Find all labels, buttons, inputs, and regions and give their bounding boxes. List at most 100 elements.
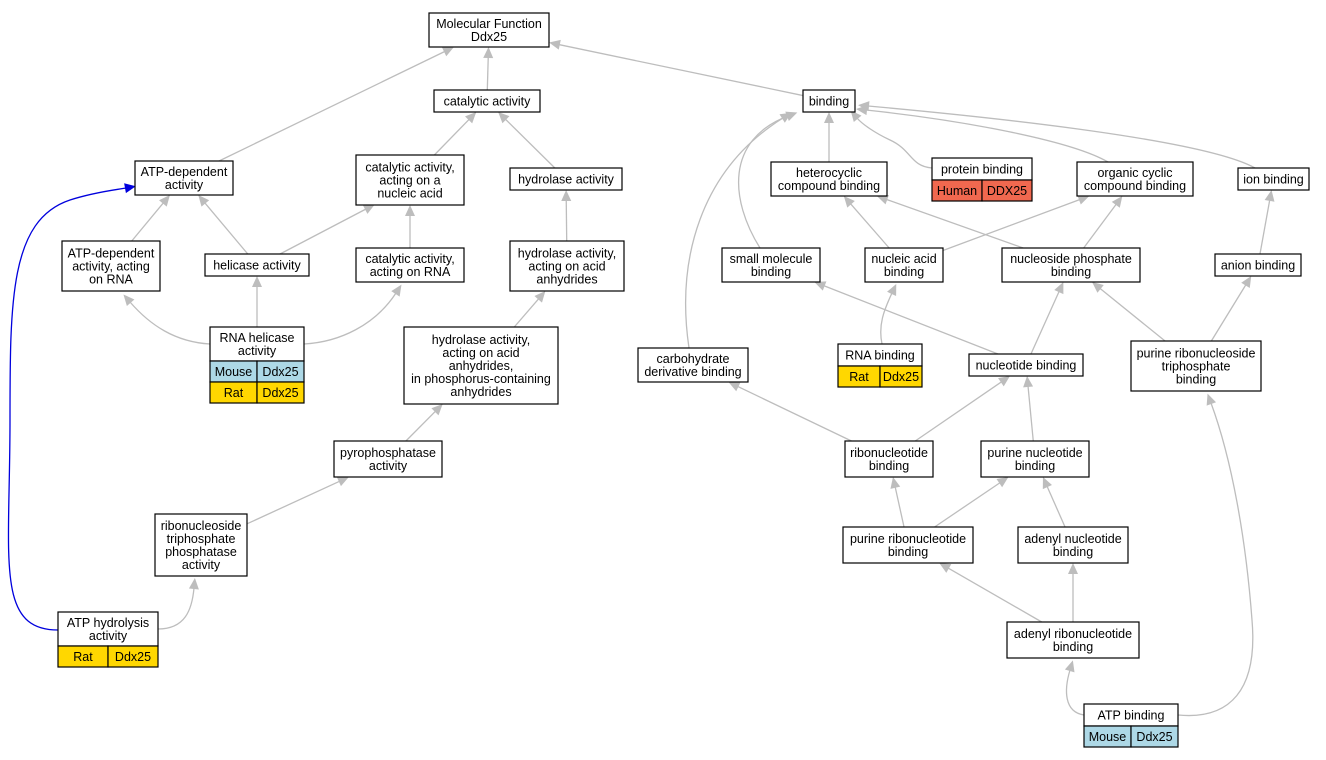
node-label: ATP-dependent <box>141 165 228 179</box>
node-box <box>1001 247 1141 283</box>
species-label: Mouse <box>215 365 253 379</box>
node-box <box>204 253 310 277</box>
node-box <box>1017 526 1129 564</box>
edge-rna-helicase-to-helicase <box>252 276 262 327</box>
node-box <box>154 513 248 577</box>
node-cat-rna[interactable]: catalytic activity,acting on RNA <box>355 247 465 283</box>
node-label: RNA binding <box>845 349 915 363</box>
node-box <box>842 526 974 564</box>
node-label: on RNA <box>89 273 133 287</box>
node-label: activity <box>165 178 204 192</box>
node-label: compound binding <box>1084 179 1186 193</box>
edge-helicase-to-cat-nucleic <box>279 204 375 255</box>
node-box <box>980 440 1090 478</box>
edge-rna-helicase-to-cat-rna <box>303 284 402 345</box>
node-helicase[interactable]: helicase activity <box>204 253 310 277</box>
gene-cell <box>879 365 923 388</box>
node-box <box>637 347 749 383</box>
edge-purine-nucleotide-to-nucleotide-binding <box>1023 376 1034 442</box>
node-label: Ddx25 <box>471 30 507 44</box>
node-box <box>844 440 934 478</box>
node-label: heterocyclic <box>796 166 862 180</box>
node-binding[interactable]: binding <box>802 89 856 113</box>
edge-nucleic-acid-to-organic-cyclic <box>942 195 1090 252</box>
edge-ion-binding-to-binding <box>858 101 1256 169</box>
edge-hydrolase-to-catalytic <box>498 112 556 169</box>
node-label: small molecule <box>730 252 813 266</box>
node-box <box>333 440 443 478</box>
node-box <box>721 247 821 283</box>
edge-catalytic-to-mf <box>483 47 494 91</box>
node-box <box>1237 167 1310 191</box>
node-box <box>433 89 541 113</box>
node-hydrolase-anh[interactable]: hydrolase activity,acting on acidanhydri… <box>509 240 625 292</box>
node-label: hydrolase activity, <box>518 247 616 261</box>
node-label: anhydrides <box>450 385 511 399</box>
node-box <box>968 353 1084 377</box>
node-ion-binding[interactable]: ion binding <box>1237 167 1310 191</box>
node-label: hydrolase activity, <box>432 333 530 347</box>
node-label: Molecular Function <box>436 17 542 31</box>
edge-cat-rna-to-cat-nucleic <box>405 205 415 248</box>
node-box <box>509 240 625 292</box>
gene-label: DDX25 <box>987 184 1027 198</box>
node-hydrolase-phos[interactable]: hydrolase activity,acting on acidanhydri… <box>403 326 559 405</box>
node-label: pyrophosphatase <box>340 446 436 460</box>
edge-hydrolase-phos-to-hydrolase-anh <box>513 291 546 328</box>
node-hydrolase[interactable]: hydrolase activity <box>509 167 623 191</box>
edge-purine-ribonucleotide-to-purine-nucleotide <box>934 477 1009 528</box>
node-label: binding <box>809 95 849 109</box>
node-label: adenyl ribonucleotide <box>1014 627 1132 641</box>
node-catalytic[interactable]: catalytic activity <box>433 89 541 113</box>
gene-label: Ddx25 <box>262 365 298 379</box>
node-label: acting on acid <box>528 260 605 274</box>
edge-ribonucleotide-to-carbohydrate <box>728 382 852 442</box>
node-label: RNA helicase <box>219 331 294 345</box>
node-box <box>428 12 550 48</box>
node-anion-binding[interactable]: anion binding <box>1214 253 1302 277</box>
node-box <box>864 247 944 283</box>
edge-ribonucleotide-to-nucleotide-binding <box>914 376 1010 442</box>
species-label: Mouse <box>1089 730 1127 744</box>
node-rnt-triphosphatase[interactable]: ribonucleosidetriphosphatephosphataseact… <box>154 513 248 577</box>
edge-anion-binding-to-ion-binding <box>1259 190 1275 255</box>
node-label: adenyl nucleotide <box>1024 532 1121 546</box>
node-label: ribonucleotide <box>850 446 928 460</box>
gene-cell <box>1130 725 1179 748</box>
node-box <box>57 611 159 647</box>
edge-nucleic-acid-to-heterocyclic <box>843 196 890 249</box>
node-nucleotide-binding[interactable]: nucleotide binding <box>968 353 1084 377</box>
edge-pyrophosphatase-to-hydrolase-phos <box>405 404 443 442</box>
node-label: ion binding <box>1243 173 1304 187</box>
node-box <box>1130 340 1262 392</box>
node-label: catalytic activity <box>444 95 532 109</box>
node-box <box>1214 253 1302 277</box>
node-box <box>355 247 465 283</box>
gene-label: Ddx25 <box>883 370 919 384</box>
node-label: binding <box>1176 373 1216 387</box>
edge-atp-binding-to-purine-rnt-triphos <box>1177 393 1254 717</box>
